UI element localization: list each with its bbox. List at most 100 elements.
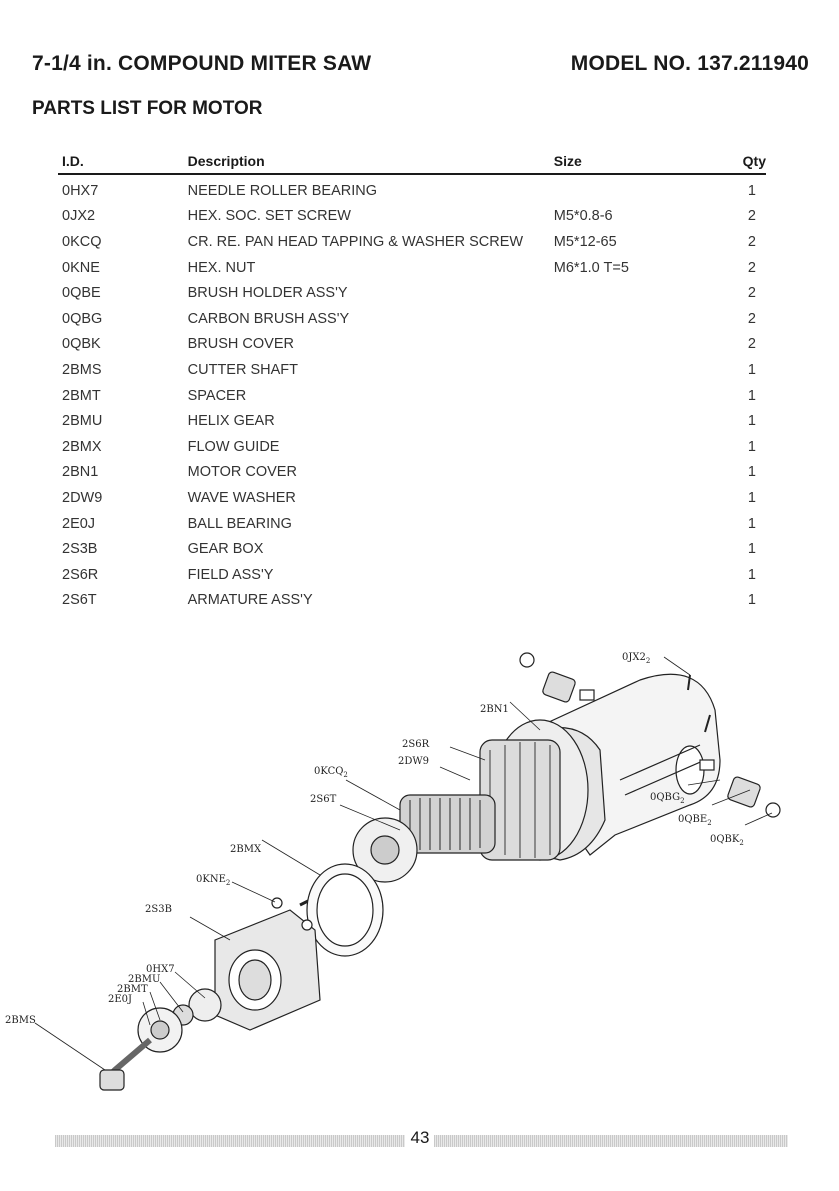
part-size (554, 588, 692, 614)
part-size (554, 408, 692, 434)
callout-0qbk: 0QBK (710, 834, 740, 845)
callout-0qbg-qty: 2 (680, 797, 684, 805)
part-id: 2DW9 (62, 489, 103, 506)
callout-2bn1: 2BN1 (480, 704, 509, 715)
svg-text:0KCQ2: 0KCQ2 (314, 766, 348, 779)
svg-text:0KNE2: 0KNE2 (196, 874, 230, 887)
part-description: CUTTER SHAFT (187, 361, 298, 378)
callout-0kcq-qty: 2 (343, 771, 347, 779)
part-qty: 1 (747, 182, 756, 199)
part-qty: 1 (747, 361, 756, 378)
part-size (554, 383, 692, 409)
part-id: 0KCQ (62, 233, 102, 250)
part-qty: 1 (747, 464, 756, 481)
callout-0kne-qty: 2 (226, 879, 230, 887)
table-row: 0KCQ CR. RE. PAN HEAD TAPPING & WASHER SC… (58, 229, 766, 255)
part-size: M6*1.0 T=5 (553, 259, 629, 276)
part-qty: 1 (747, 515, 756, 532)
part-description: NEEDLE ROLLER BEARING (187, 182, 378, 199)
part-size: M5*12-65 (553, 233, 617, 250)
part-id: 0HX7 (62, 182, 99, 199)
part-description: WAVE WASHER (187, 489, 296, 506)
manual-title: 7-1/4 in. COMPOUND MITER SAW (32, 52, 372, 75)
svg-text:0QBK2: 0QBK2 (710, 834, 744, 847)
table-row: 0QBE BRUSH HOLDER ASS'Y 2 (58, 280, 766, 306)
table-row: 2BMS CUTTER SHAFT 1 (58, 357, 766, 383)
part-description: BRUSH HOLDER ASS'Y (187, 285, 348, 302)
part-id: 2S3B (62, 541, 98, 558)
part-qty: 1 (747, 413, 756, 430)
part-description: FIELD ASS'Y (187, 566, 274, 583)
motor-exploded-diagram: 0JX22 2BN1 2S6R 2DW9 0KCQ2 2S6T 0QBG2 0Q… (5, 652, 781, 1091)
header-description: Description (187, 153, 554, 175)
part-description: MOTOR COVER (187, 464, 297, 481)
callout-0kcq: 0KCQ (314, 766, 343, 777)
part-description: HEX. NUT (187, 259, 256, 276)
part-size (554, 280, 692, 306)
callout-2bmt: 2BMT (117, 984, 148, 995)
callout-0jx2: 0JX2 (622, 652, 646, 663)
callout-2bms: 2BMS (5, 1015, 36, 1026)
part-description: HELIX GEAR (187, 413, 275, 430)
callout-0hx7: 0HX7 (146, 964, 175, 975)
callout-2s6r: 2S6R (402, 739, 430, 750)
part-qty: 1 (747, 541, 756, 558)
part-description: CARBON BRUSH ASS'Y (187, 310, 350, 327)
part-size (554, 332, 692, 358)
table-row: 0HX7 NEEDLE ROLLER BEARING 1 (58, 174, 766, 204)
callout-0qbk-qty: 2 (739, 839, 743, 847)
part-id: 2E0J (62, 515, 96, 532)
part-qty: 2 (747, 336, 756, 353)
header-id: I.D. (58, 153, 188, 175)
part-size (554, 357, 692, 383)
header-size: Size (553, 153, 692, 175)
part-size (554, 536, 692, 562)
part-description: CR. RE. PAN HEAD TAPPING & WASHER SCREW (187, 233, 524, 250)
part-size (554, 434, 692, 460)
callout-0qbe-qty: 2 (707, 819, 711, 827)
part-description: BRUSH COVER (187, 336, 294, 353)
callout-2bmu: 2BMU (128, 974, 160, 985)
part-size (554, 460, 692, 486)
part-qty: 2 (747, 208, 756, 225)
part-qty: 2 (747, 310, 756, 327)
page-number: 43 (410, 1128, 430, 1147)
part-qty: 1 (747, 489, 756, 506)
footer-band-left (55, 1135, 405, 1147)
part-description: FLOW GUIDE (187, 438, 280, 455)
part-id: 0QBK (62, 336, 101, 353)
part-qty: 1 (747, 438, 756, 455)
callout-0jx2-qty: 2 (646, 657, 650, 665)
section-title: PARTS LIST FOR MOTOR (32, 98, 263, 119)
part-description: ARMATURE ASS'Y (187, 592, 313, 609)
footer-band-right (434, 1135, 788, 1147)
part-id: 0QBE (62, 285, 101, 302)
part-id: 2BMS (62, 361, 102, 378)
callout-2dw9: 2DW9 (398, 756, 429, 767)
part-size: M5*0.8-6 (553, 208, 613, 225)
part-qty: 1 (747, 387, 756, 404)
table-header-row: I.D. Description Size Qty (58, 153, 766, 175)
part-qty: 2 (747, 285, 756, 302)
part-id: 2BMU (62, 413, 103, 430)
callout-2bmx: 2BMX (230, 844, 262, 855)
part-description: SPACER (187, 387, 247, 404)
part-id: 2S6T (62, 592, 97, 609)
part-id: 0KNE (62, 259, 100, 276)
part-description: BALL BEARING (187, 515, 292, 532)
callout-0qbe: 0QBE (678, 814, 707, 825)
part-size (554, 485, 692, 511)
callout-0qbg: 0QBG (650, 792, 680, 803)
callout-2s6t: 2S6T (310, 794, 337, 805)
parts-table: I.D. Description Size Qty 0HX7 NEEDLE ROL… (58, 153, 766, 613)
model-number: MODEL NO. 137.211940 (570, 52, 809, 75)
